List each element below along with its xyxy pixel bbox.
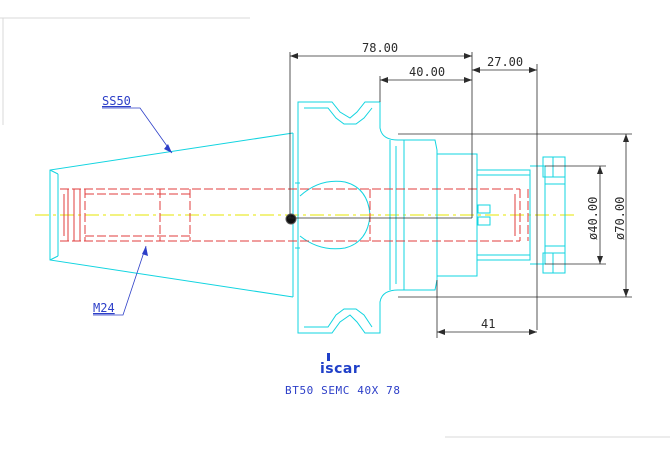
dim-overall-length: 78.00 — [362, 41, 398, 55]
nose-collet-nut — [436, 153, 566, 277]
drive-pin-circle — [285, 213, 297, 225]
brand-logo-text: iscar — [320, 361, 360, 377]
brand-logo: iscar — [320, 353, 360, 377]
callout-leaders — [93, 107, 173, 316]
dim-nose-length: 27.00 — [487, 55, 523, 69]
callout-ss50: SS50 — [102, 94, 131, 108]
dim-projection: 41 — [481, 317, 495, 331]
drawing-frame — [0, 17, 670, 438]
dim-diameter-small: ø40.00 — [586, 197, 600, 240]
flange-v-groove — [295, 101, 438, 334]
thread-marks — [63, 189, 516, 241]
callout-m24: M24 — [93, 301, 115, 315]
dim-diameter-large: ø70.00 — [613, 197, 627, 240]
dim-body-length: 40.00 — [409, 65, 445, 79]
part-caption: BT50 SEMC 40X 78 — [285, 384, 401, 397]
dimension-arrows — [290, 53, 629, 335]
callout-arrows — [142, 144, 172, 256]
dimension-lines — [288, 52, 632, 338]
